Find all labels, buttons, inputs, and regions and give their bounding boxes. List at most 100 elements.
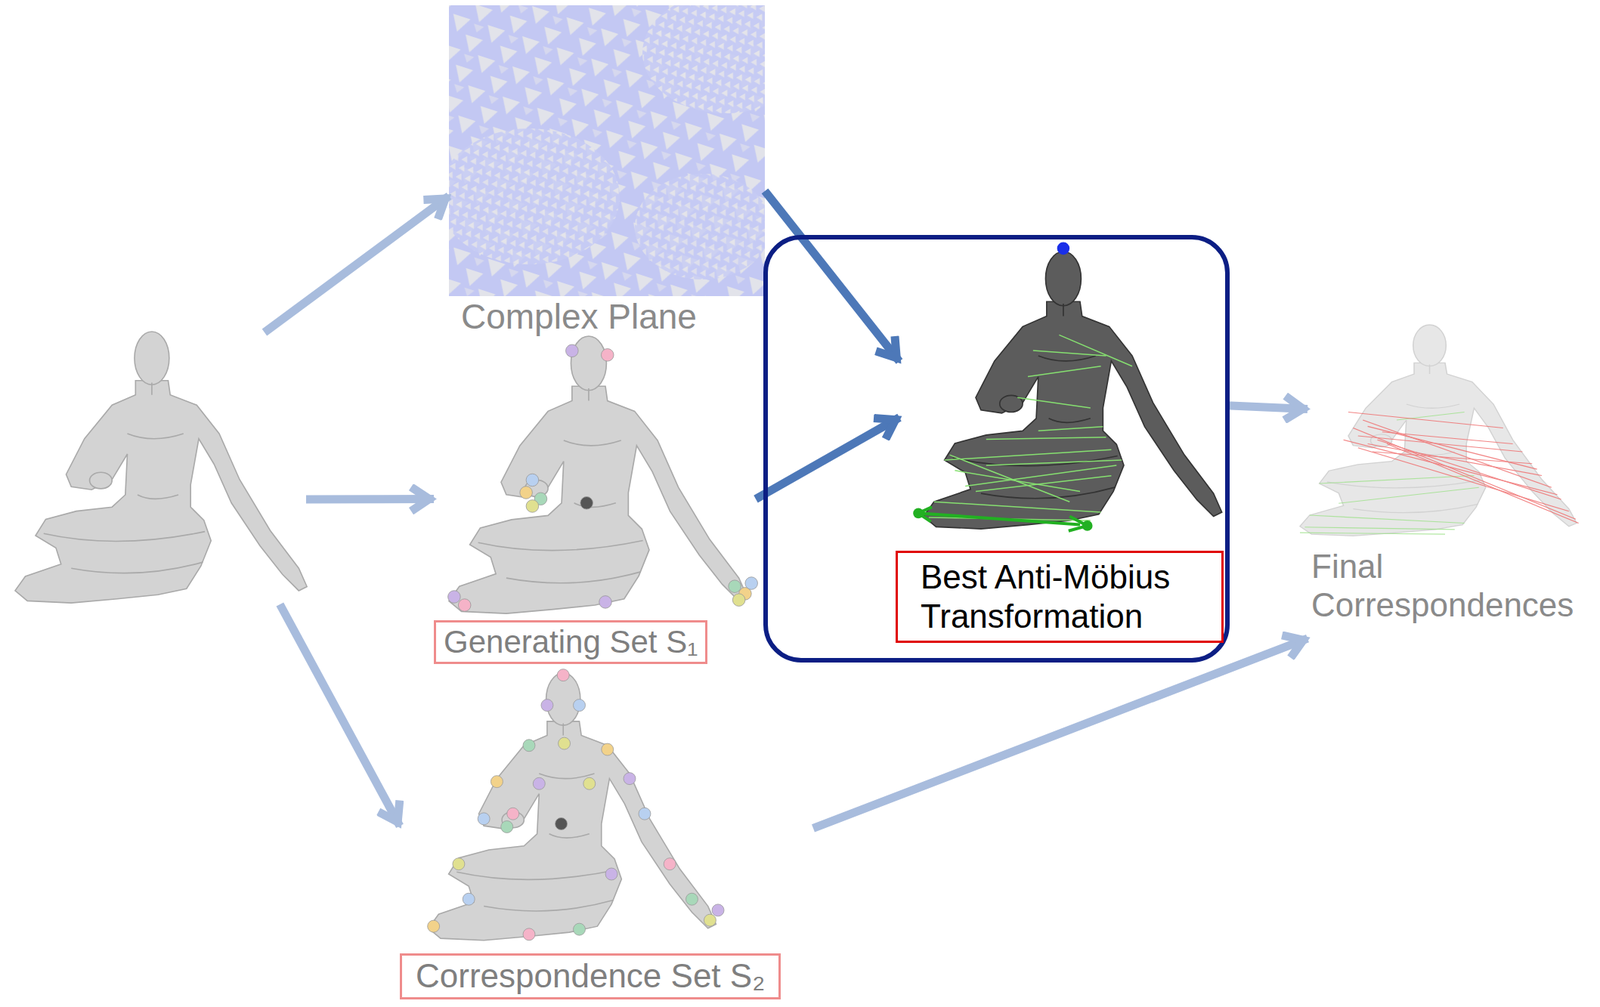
symmetry-arrow <box>918 513 1081 525</box>
input-mesh <box>15 331 307 604</box>
correspondence-line <box>1027 366 1102 378</box>
feature-point <box>541 699 554 712</box>
feature-point <box>501 821 514 834</box>
feature-point <box>557 669 570 682</box>
feature-point <box>685 893 698 906</box>
complex-plane-image <box>634 173 765 280</box>
result-label: Best Anti-Möbius Transformation <box>920 558 1170 635</box>
feature-point <box>555 818 568 831</box>
set-label: Correspondence Set S₂ <box>415 957 765 995</box>
feature-point <box>573 923 586 936</box>
complex-plane-image <box>448 5 765 297</box>
complex-plane-panel: Complex Plane <box>448 5 765 341</box>
input-mesh <box>15 331 307 604</box>
correspondence-set-mesh <box>427 669 725 941</box>
input-mesh-region <box>15 332 307 605</box>
feature-point <box>711 904 725 917</box>
symmetry-arrow <box>912 507 1093 532</box>
wrong-correspondence-line <box>1352 428 1576 520</box>
correspondence-line <box>1017 397 1091 409</box>
feature-point <box>523 928 536 941</box>
correspondence-line <box>934 501 1102 513</box>
flow-arrow <box>264 195 449 333</box>
feature-point <box>452 858 465 871</box>
feature-point <box>526 500 539 514</box>
final-correspondences-panel: Final Correspondences <box>1307 317 1597 650</box>
generating-set-mesh <box>448 336 759 614</box>
symmetry-arrow <box>912 507 924 519</box>
correspondence-line <box>928 334 1133 521</box>
wrong-correspondence-line <box>1358 436 1523 452</box>
feature-point <box>566 344 579 358</box>
correspondence-line <box>1396 412 1465 421</box>
feature-point <box>600 349 614 363</box>
symmetry-arrow <box>1082 520 1093 532</box>
wrong-correspondence-line <box>1382 432 1514 445</box>
feature-point <box>605 868 618 881</box>
correspondence-line <box>1038 427 1104 432</box>
correspondence-line <box>986 460 1122 466</box>
correspondence-line <box>1058 334 1133 366</box>
correspondence-line <box>1319 476 1475 485</box>
feature-point <box>663 858 676 871</box>
best-transformation-panel: Best Anti-Möbius Transformation <box>899 249 1227 650</box>
panel-caption-box: Final Correspondences <box>1311 547 1588 625</box>
final-correspondence-mesh <box>1299 324 1579 536</box>
flow-arrow <box>764 191 900 363</box>
correspondence-line <box>950 454 1071 502</box>
correspondence-line <box>944 449 1112 461</box>
feature-point <box>490 776 503 789</box>
feature-point <box>580 497 594 511</box>
best-transformation-mesh <box>923 251 1223 530</box>
wrong-correspondence-line <box>1367 426 1538 470</box>
feature-point <box>583 777 596 790</box>
set-label-box: Generating Set S₁ <box>433 620 708 665</box>
correspondence-line <box>1304 527 1455 530</box>
feature-point <box>507 807 520 821</box>
correspondence-line <box>1309 515 1465 524</box>
feature-point <box>448 344 759 612</box>
feature-point <box>623 773 636 786</box>
flow-arrow <box>1226 405 1308 410</box>
feature-point <box>745 577 759 591</box>
feature-point <box>477 813 490 826</box>
set-label-box: Correspondence Set S₂ <box>399 953 781 1000</box>
correspondence-line <box>965 465 1117 487</box>
feature-point <box>519 486 533 500</box>
correspondence-line <box>1299 532 1446 535</box>
feature-point <box>728 580 742 594</box>
correspondence-line <box>975 476 1112 493</box>
result-label-box: Best Anti-Möbius Transformation <box>895 550 1224 644</box>
correspondence-line <box>1299 412 1480 536</box>
correspondence-line <box>1033 350 1107 356</box>
pole-point <box>1057 242 1071 256</box>
correspondence-line <box>1338 487 1480 504</box>
correspondence-set-mesh <box>428 673 716 941</box>
generating-set-panel: Generating Set S₁ <box>433 336 756 669</box>
feature-point <box>703 914 716 927</box>
flow-arrow <box>813 638 1308 829</box>
highlight-frame: Best Anti-Möbius Transformation <box>763 235 1230 663</box>
feature-point <box>558 737 571 750</box>
flow-arrow <box>755 417 900 500</box>
wrong-correspondence-line <box>1348 412 1504 429</box>
feature-point <box>638 807 651 821</box>
flow-arrow <box>279 604 400 827</box>
feature-point <box>526 473 539 487</box>
wrong-correspondence-line <box>1343 412 1579 524</box>
flow-arrow <box>306 495 434 504</box>
generating-set-mesh <box>448 336 748 614</box>
panel-caption: Complex Plane <box>461 297 697 337</box>
wrong-correspondence-line <box>1358 448 1570 512</box>
complex-plane-image <box>642 5 765 114</box>
feature-point <box>458 599 471 613</box>
feature-point <box>427 669 725 941</box>
feature-point <box>523 739 536 753</box>
complex-plane-image <box>448 128 620 265</box>
panel-caption-box: Complex Plane <box>461 297 697 338</box>
feature-point <box>462 893 475 906</box>
feature-point <box>573 699 586 712</box>
feature-point <box>601 743 614 756</box>
